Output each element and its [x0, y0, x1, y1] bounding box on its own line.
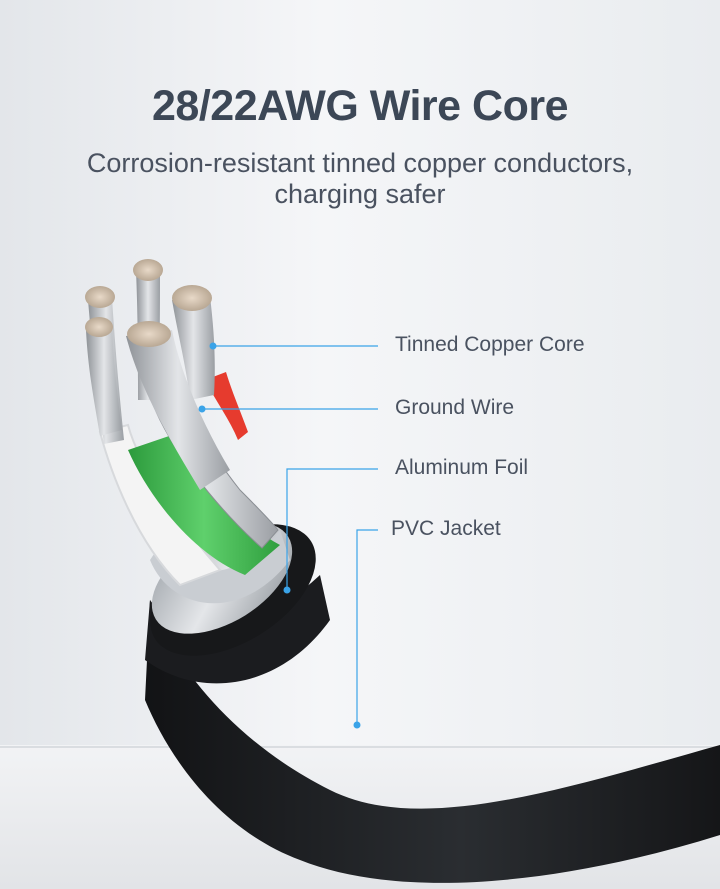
callout-label-pvc-jacket: PVC Jacket: [391, 517, 501, 540]
subtitle-line-2: charging safer: [274, 179, 446, 209]
callout-dot-tinned-copper-core: [209, 342, 217, 350]
strand-end-cap-3: [172, 285, 212, 311]
callout-dot-pvc-jacket: [353, 721, 361, 729]
strand-end-cap-1: [85, 286, 115, 308]
callout-label-tinned-copper-core: Tinned Copper Core: [395, 333, 585, 356]
callout-dots: [198, 342, 361, 729]
strand-end-cap-5: [127, 321, 171, 347]
callout-line-aluminum-foil: [286, 468, 378, 590]
conductor-strand-3: [172, 296, 215, 400]
strand-end-cap-2: [133, 259, 163, 281]
callout-label-ground-wire: Ground Wire: [395, 396, 515, 419]
strand-end-cap-4: [85, 317, 113, 337]
callout-label-aluminum-foil: Aluminum Foil: [395, 456, 529, 479]
subtitle-line-1: Corrosion-resistant tinned copper conduc…: [86, 148, 634, 178]
conductor-strand-4: [86, 326, 122, 436]
callout-dot-ground-wire: [198, 405, 206, 413]
page-subtitle: Corrosion-resistant tinned copper conduc…: [0, 148, 720, 210]
conductor-strand-5: [126, 330, 230, 490]
green-wire: [128, 435, 280, 575]
callout-line-pvc-jacket: [356, 529, 378, 725]
pvc-jacket: [145, 600, 720, 883]
page-title: 28/22AWG Wire Core: [152, 82, 568, 130]
callout-lines: [202, 345, 378, 725]
red-wire: [205, 372, 248, 440]
callout-dot-aluminum-foil: [283, 586, 291, 594]
